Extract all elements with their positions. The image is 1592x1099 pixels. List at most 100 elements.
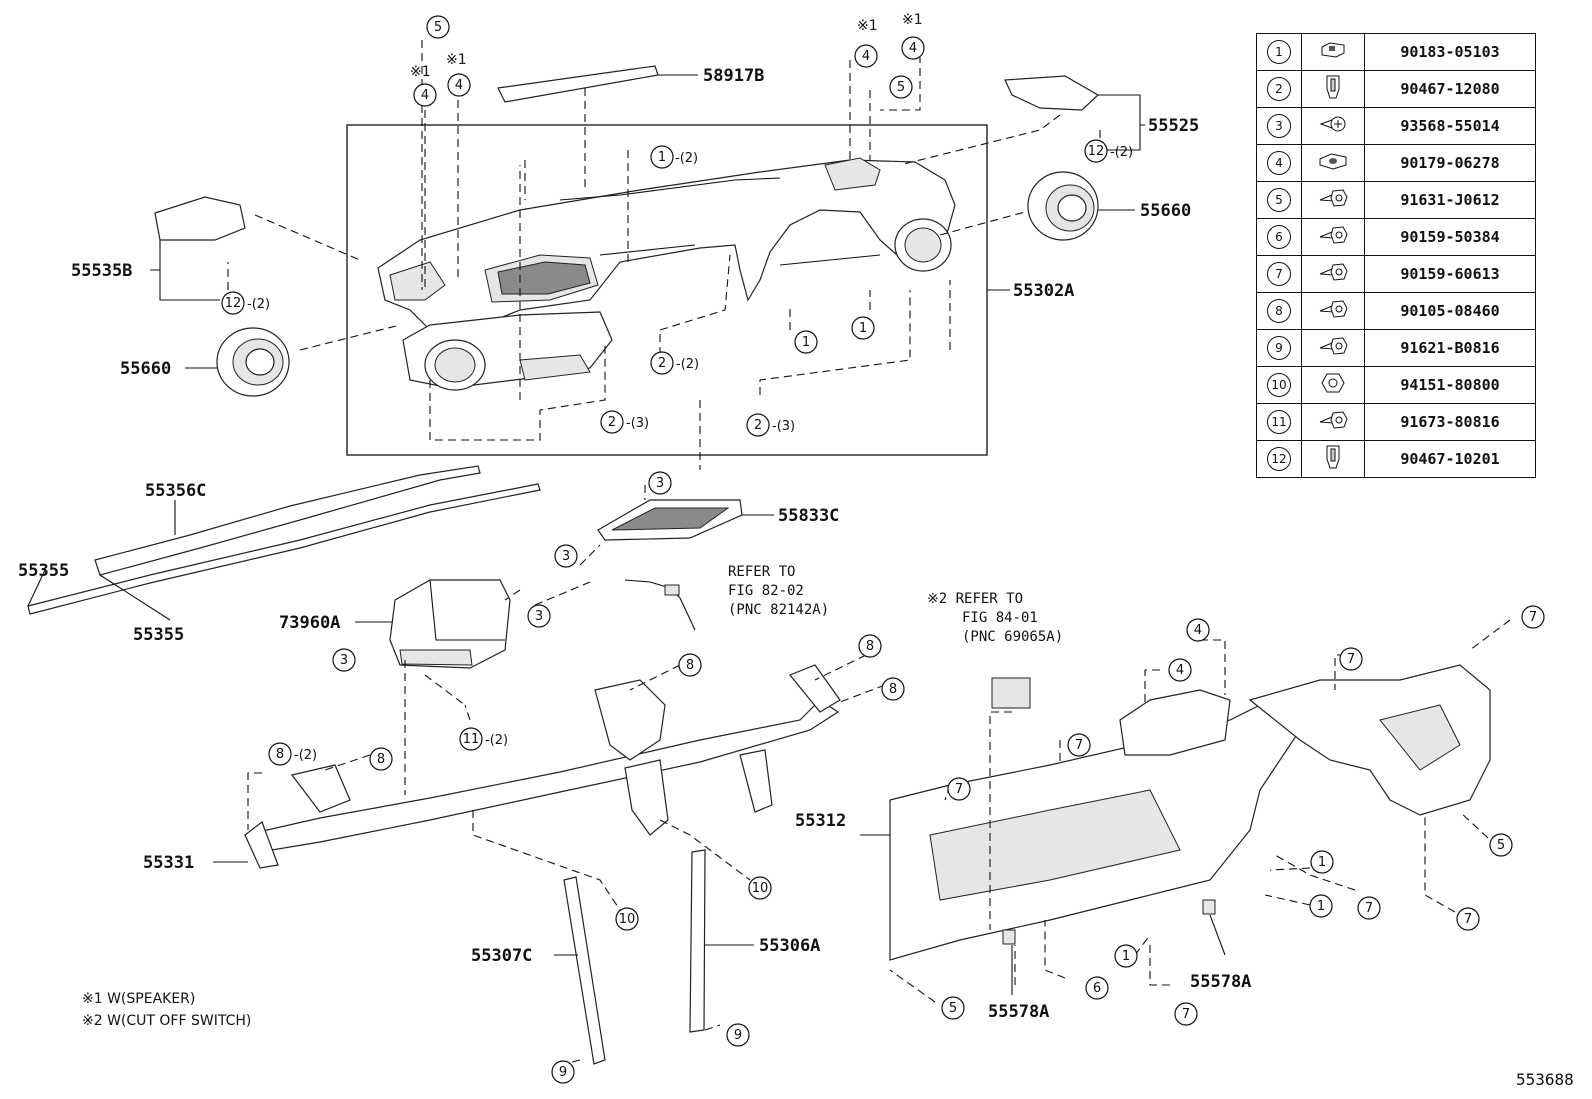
callout-1-a: 1 xyxy=(650,145,674,169)
left-side-cover xyxy=(154,196,246,241)
callout-7-a: 7 xyxy=(1521,605,1545,629)
left-brace xyxy=(563,876,606,1065)
svg-text:1: 1 xyxy=(1122,949,1130,964)
callout-12-a: 12 xyxy=(1084,139,1108,163)
left-vent xyxy=(216,327,290,397)
fastener-key: 11 xyxy=(1256,403,1302,441)
svg-text:6: 6 xyxy=(1093,981,1101,996)
bolt-icon xyxy=(1301,218,1365,256)
svg-text:11: 11 xyxy=(463,732,480,747)
fastener-part-number: 94151-80800 xyxy=(1364,366,1536,404)
callout-3-b: 3 xyxy=(554,544,578,568)
qty-11: -(2) xyxy=(485,733,508,748)
label-55660-right: 55660 xyxy=(1140,201,1191,221)
fastener-key: 12 xyxy=(1256,440,1302,478)
svg-text:3: 3 xyxy=(656,476,664,491)
clip-icon xyxy=(1301,440,1365,478)
callout-1-e: 1 xyxy=(1309,894,1333,918)
qty-1-a: -(2) xyxy=(675,151,698,166)
fastener-part-number: 90159-60613 xyxy=(1364,255,1536,293)
svg-text:7: 7 xyxy=(1075,738,1083,753)
label-55535B: 55535B xyxy=(71,261,132,281)
fastener-key: 7 xyxy=(1256,255,1302,293)
fastener-part-number: 90183-05103 xyxy=(1364,33,1536,71)
refer-fig84-line3: (PNC 69065A) xyxy=(962,629,1063,645)
clip-center xyxy=(1002,929,1016,945)
fastener-key: 4 xyxy=(1256,144,1302,182)
svg-text:8: 8 xyxy=(889,682,897,697)
label-55525: 55525 xyxy=(1148,116,1199,136)
fastener-key: 6 xyxy=(1256,218,1302,256)
mark-speaker-1: ※1 xyxy=(410,64,431,80)
svg-text:4: 4 xyxy=(455,78,463,93)
svg-text:12: 12 xyxy=(1088,144,1105,159)
callout-3-a: 3 xyxy=(648,471,672,495)
svg-text:1: 1 xyxy=(1318,855,1326,870)
fastener-key: 9 xyxy=(1256,329,1302,367)
callout-10-b: 10 xyxy=(615,907,639,931)
svg-text:2: 2 xyxy=(658,356,666,371)
callout-2-a: 2 xyxy=(650,351,674,375)
svg-text:8: 8 xyxy=(276,747,284,762)
callout-8-e: 8 xyxy=(369,747,393,771)
callout-7-e: 7 xyxy=(1357,896,1381,920)
callout-8-d: 8 xyxy=(268,742,292,766)
label-55355-bottom: 55355 xyxy=(133,625,184,645)
svg-text:4: 4 xyxy=(1194,623,1202,638)
nut-icon xyxy=(1301,366,1365,404)
svg-text:8: 8 xyxy=(686,658,694,673)
svg-text:5: 5 xyxy=(949,1001,957,1016)
fastener-part-number: 90179-06278 xyxy=(1364,144,1536,182)
diagram-id: 553688 xyxy=(1516,1070,1574,1089)
svg-text:2: 2 xyxy=(608,415,616,430)
callout-2-c: 2 xyxy=(746,413,770,437)
callout-4-f: 4 xyxy=(1168,658,1192,682)
reinforcement-beam xyxy=(243,664,841,869)
svg-text:7: 7 xyxy=(1347,652,1355,667)
fastener-key: 5 xyxy=(1256,181,1302,219)
callout-4-d: 4 xyxy=(901,36,925,60)
label-55306A: 55306A xyxy=(759,936,820,956)
label-55356C: 55356C xyxy=(145,481,206,501)
refer-fig82-line1: REFER TO xyxy=(728,564,795,580)
lower-instrument-panel xyxy=(889,664,1491,961)
callout-7-c: 7 xyxy=(1067,733,1091,757)
label-55312: 55312 xyxy=(795,811,846,831)
refer-fig82-line3: (PNC 82142A) xyxy=(728,602,829,618)
label-58917B: 58917B xyxy=(703,66,764,86)
fastener-key: 1 xyxy=(1256,33,1302,71)
center-vent-grille xyxy=(597,499,743,541)
svg-text:7: 7 xyxy=(1182,1007,1190,1022)
fastener-key: 3 xyxy=(1256,107,1302,145)
callout-9-a: 9 xyxy=(726,1023,750,1047)
wire-harness xyxy=(624,579,696,631)
right-brace xyxy=(689,849,706,1033)
footnote-2: ※2 W(CUT OFF SWITCH) xyxy=(82,1013,251,1029)
callout-5-c: 5 xyxy=(1489,833,1513,857)
callout-8-b: 8 xyxy=(678,653,702,677)
callout-5-a: 5 xyxy=(426,15,450,39)
callout-3-d: 3 xyxy=(332,648,356,672)
qty-12-b: -(2) xyxy=(247,297,270,312)
fastener-row: 1 90183-05103 xyxy=(1256,33,1536,71)
svg-text:7: 7 xyxy=(955,782,963,797)
svg-text:1: 1 xyxy=(658,150,666,165)
clip-icon xyxy=(1301,70,1365,108)
callout-5-d: 5 xyxy=(941,996,965,1020)
callout-8-a: 8 xyxy=(858,634,882,658)
screw-icon xyxy=(1301,107,1365,145)
fastener-row: 4 90179-06278 xyxy=(1256,144,1536,182)
mark-speaker-2: ※1 xyxy=(446,52,467,68)
svg-text:4: 4 xyxy=(421,88,429,103)
svg-text:1: 1 xyxy=(859,321,867,336)
fastener-row: 7 90159-60613 xyxy=(1256,255,1536,293)
svg-text:4: 4 xyxy=(909,41,917,56)
svg-text:8: 8 xyxy=(377,752,385,767)
callout-4-a: 4 xyxy=(413,83,437,107)
refer-fig84-line1: ※2 REFER TO xyxy=(927,591,1023,607)
